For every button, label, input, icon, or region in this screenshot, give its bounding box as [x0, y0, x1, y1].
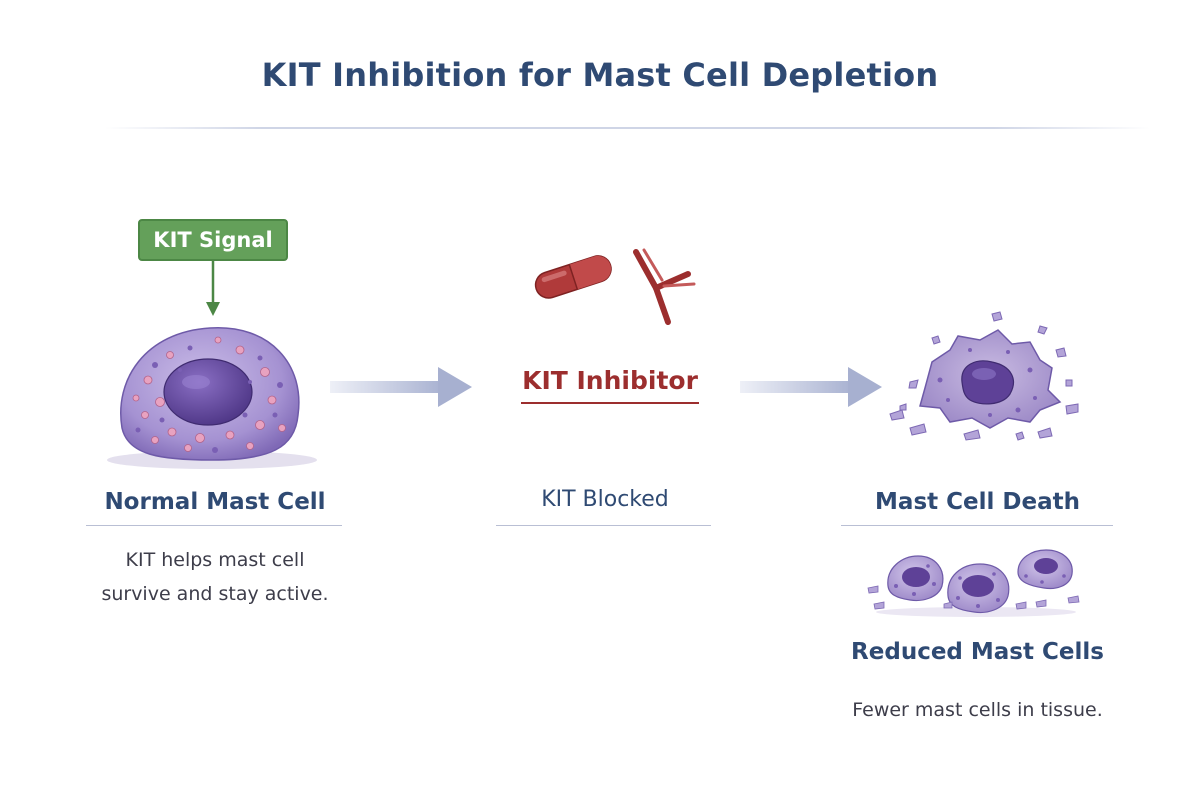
signal-arrow — [206, 260, 220, 316]
reduced-mast-cells-heading: Reduced Mast Cells — [851, 639, 1104, 665]
left-flow-arrow — [330, 367, 472, 407]
right-flow-arrow — [740, 367, 882, 407]
antibody-icon — [633, 248, 696, 325]
kit-blocked-divider — [496, 525, 711, 526]
diagram-title: KIT Inhibition for Mast Cell Depletion — [261, 56, 939, 94]
kit-blocked-label: KIT Blocked — [541, 487, 669, 512]
normal-cell-description-line1: KIT helps mast cell — [125, 549, 305, 571]
mast-cell-death-heading: Mast Cell Death — [875, 489, 1080, 515]
kit-inhibitor-label: KIT Inhibitor — [522, 366, 698, 395]
normal-mast-cell-illustration — [107, 327, 317, 469]
reduced-mast-cells-description: Fewer mast cells in tissue. — [852, 699, 1103, 721]
reduced-mast-cells-illustration — [867, 549, 1080, 617]
mast-cell-death-divider — [841, 525, 1113, 526]
normal-cell-description-line2: survive and stay active. — [101, 583, 329, 605]
title-divider — [105, 127, 1150, 129]
kit-inhibitor-underline — [521, 402, 699, 404]
dying-mast-cell-illustration — [889, 311, 1079, 441]
normal-cell-divider — [86, 525, 342, 526]
kit-signal-badge: KIT Signal — [138, 219, 288, 261]
pill-capsule-icon — [534, 255, 612, 299]
normal-mast-cell-heading: Normal Mast Cell — [104, 489, 326, 515]
